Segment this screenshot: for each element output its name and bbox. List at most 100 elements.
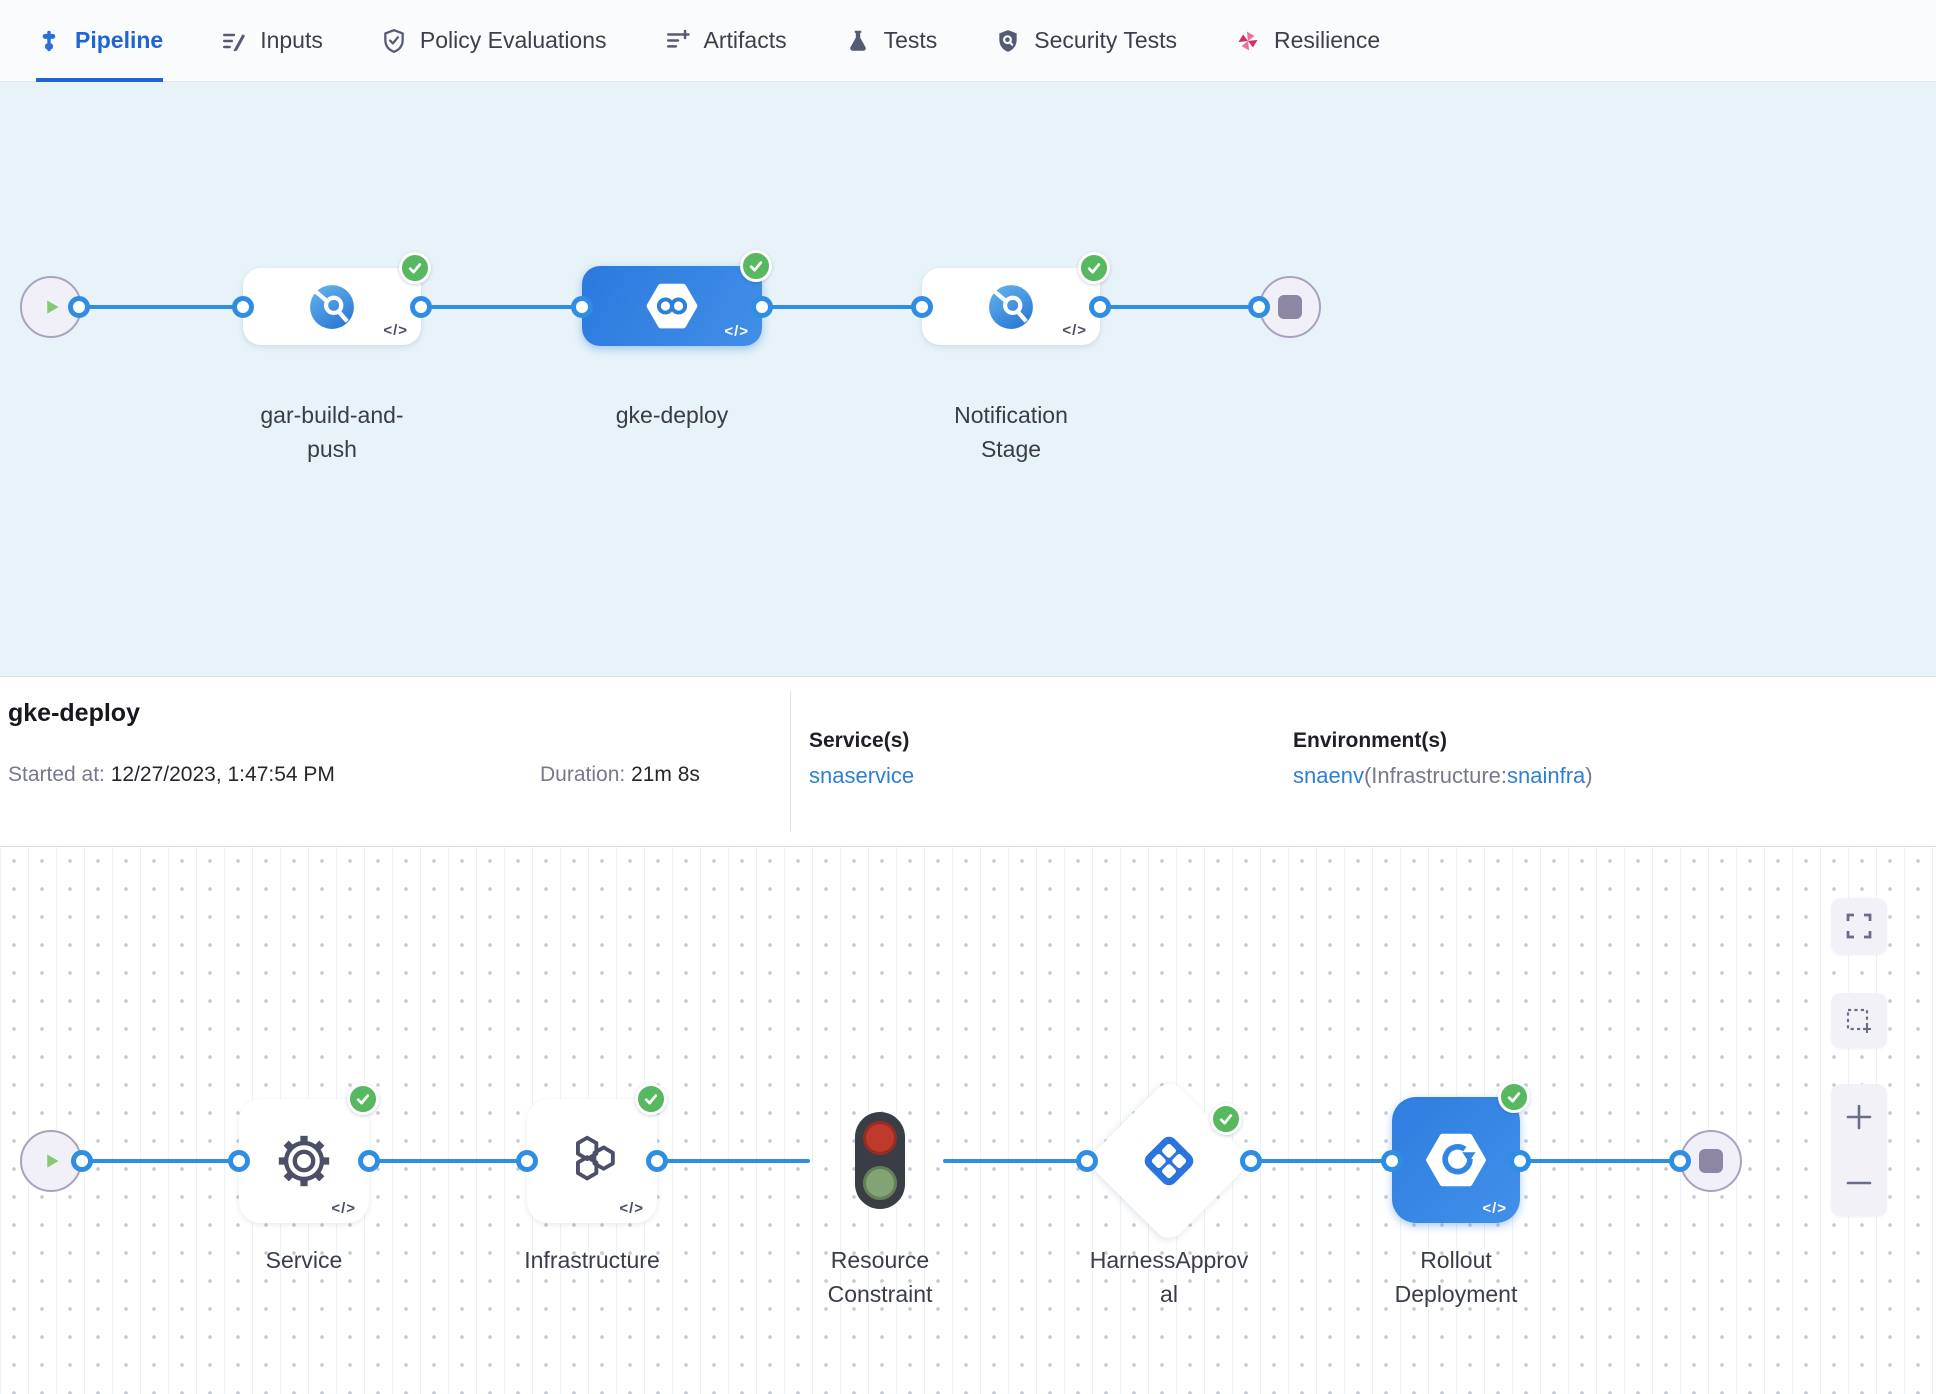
execution-tabbar: Pipeline Inputs Policy Evaluations: [0, 0, 1936, 82]
step-label: Resource Constraint: [794, 1243, 966, 1311]
stop-icon: [1278, 295, 1302, 319]
tests-icon: [845, 28, 871, 54]
connector-port[interactable]: [646, 1150, 668, 1172]
duration-label: Duration:: [540, 763, 625, 786]
tab-label: Resilience: [1274, 27, 1380, 54]
zoom-out-button[interactable]: [1831, 1155, 1887, 1211]
service-link-wrap: snaservice: [809, 763, 914, 789]
duration: Duration: 21m 8s: [540, 763, 700, 787]
connector-port[interactable]: [1076, 1150, 1098, 1172]
tab-artifacts[interactable]: Artifacts: [665, 0, 787, 82]
tab-label: Artifacts: [704, 27, 787, 54]
connector-port[interactable]: [358, 1150, 380, 1172]
check-icon: [352, 1088, 374, 1110]
infrastructure-prefix: (Infrastructure:: [1364, 763, 1507, 788]
connector-edge: [82, 1159, 239, 1163]
connector-port[interactable]: [1669, 1150, 1691, 1172]
connector-edge: [657, 1159, 810, 1163]
marquee-select-button[interactable]: [1831, 993, 1887, 1048]
details-divider: [790, 691, 791, 831]
fullscreen-icon: [1844, 911, 1874, 941]
inputs-icon: [221, 28, 247, 54]
environment-value: snaenv(Infrastructure:snainfra): [1293, 763, 1593, 789]
traffic-light-green: [863, 1166, 897, 1200]
connector-edge: [369, 1159, 527, 1163]
step-label: HarnessApproval: [1089, 1243, 1249, 1311]
success-badge: [740, 250, 772, 282]
tab-resilience[interactable]: Resilience: [1235, 0, 1380, 82]
tab-security-tests[interactable]: Security Tests: [995, 0, 1177, 82]
connector-edge: [1520, 1159, 1680, 1163]
connector-port[interactable]: [1240, 1150, 1262, 1172]
connector-port[interactable]: [232, 296, 254, 318]
step-node-rollout-deployment[interactable]: </>: [1392, 1097, 1520, 1223]
started-at: Started at: 12/27/2023, 1:47:54 PM: [8, 763, 335, 787]
stop-icon: [1699, 1149, 1723, 1173]
connector-port[interactable]: [1381, 1150, 1403, 1172]
custom-stage-icon: [305, 280, 359, 334]
fullscreen-button[interactable]: [1831, 898, 1887, 954]
connector-port[interactable]: [751, 296, 773, 318]
check-icon: [640, 1088, 662, 1110]
connector-port[interactable]: [410, 296, 432, 318]
success-badge: [1210, 1103, 1242, 1135]
stage-title: gke-deploy: [8, 699, 140, 728]
zoom-controls: [1831, 1084, 1887, 1216]
success-badge: [1078, 252, 1110, 284]
stage-node-gar-build-and-push[interactable]: </>: [243, 268, 421, 345]
play-icon: [36, 1146, 66, 1176]
stage-label: gke-deploy: [583, 398, 761, 432]
play-icon: [36, 292, 66, 322]
connector-port[interactable]: [516, 1150, 538, 1172]
success-badge: [347, 1083, 379, 1115]
zoom-in-button[interactable]: [1831, 1089, 1887, 1145]
deploy-stage-icon: [644, 278, 700, 334]
connector-port[interactable]: [911, 296, 933, 318]
connector-port[interactable]: [1248, 296, 1270, 318]
code-glyph: </>: [724, 323, 749, 340]
connector-port[interactable]: [1089, 296, 1111, 318]
zoom-out-icon: [1844, 1168, 1874, 1198]
duration-value: 21m 8s: [631, 763, 700, 786]
infrastructure-suffix: ): [1585, 763, 1592, 788]
stage-graph-canvas: </> </>: [0, 82, 1936, 676]
marquee-select-icon: [1844, 1006, 1874, 1036]
step-label: Rollout Deployment: [1370, 1243, 1542, 1311]
connector-port[interactable]: [68, 296, 90, 318]
infrastructure-link[interactable]: snainfra: [1507, 763, 1585, 788]
connector-port[interactable]: [1509, 1150, 1531, 1172]
stage-node-gke-deploy[interactable]: </>: [582, 266, 762, 346]
environment-link[interactable]: snaenv: [1293, 763, 1364, 788]
policy-evaluations-icon: [381, 28, 407, 54]
started-at-value: 12/27/2023, 1:47:54 PM: [111, 763, 335, 786]
success-badge: [1498, 1081, 1530, 1113]
step-node-infrastructure[interactable]: </>: [527, 1099, 657, 1223]
step-node-service[interactable]: </>: [239, 1099, 369, 1223]
tab-policy-evaluations[interactable]: Policy Evaluations: [381, 0, 607, 82]
step-label: Infrastructure: [506, 1243, 678, 1277]
service-link[interactable]: snaservice: [809, 763, 914, 788]
pipeline-icon: [36, 28, 62, 54]
step-label: Service: [218, 1243, 390, 1277]
connector-port[interactable]: [71, 1150, 93, 1172]
code-glyph: </>: [383, 322, 408, 339]
step-node-resource-constraint[interactable]: [855, 1112, 905, 1209]
tab-pipeline[interactable]: Pipeline: [36, 0, 163, 82]
code-glyph: </>: [331, 1200, 356, 1217]
check-icon: [745, 255, 767, 277]
connector-edge: [762, 305, 922, 309]
stage-details-bar: gke-deploy Started at: 12/27/2023, 1:47:…: [0, 676, 1936, 847]
stage-node-notification-stage[interactable]: </>: [922, 268, 1100, 345]
check-icon: [1503, 1086, 1525, 1108]
tab-inputs[interactable]: Inputs: [221, 0, 323, 82]
tab-label: Policy Evaluations: [420, 27, 607, 54]
connector-port[interactable]: [571, 296, 593, 318]
tab-label: Security Tests: [1034, 27, 1177, 54]
stage-label: Notification Stage: [922, 398, 1100, 466]
tab-tests[interactable]: Tests: [845, 0, 938, 82]
approval-icon: [1136, 1128, 1202, 1194]
rollout-deployment-icon: [1423, 1127, 1489, 1193]
connector-port[interactable]: [228, 1150, 250, 1172]
service-gear-icon: [273, 1130, 335, 1192]
execution-graph-canvas: </> </>: [0, 847, 1936, 1394]
